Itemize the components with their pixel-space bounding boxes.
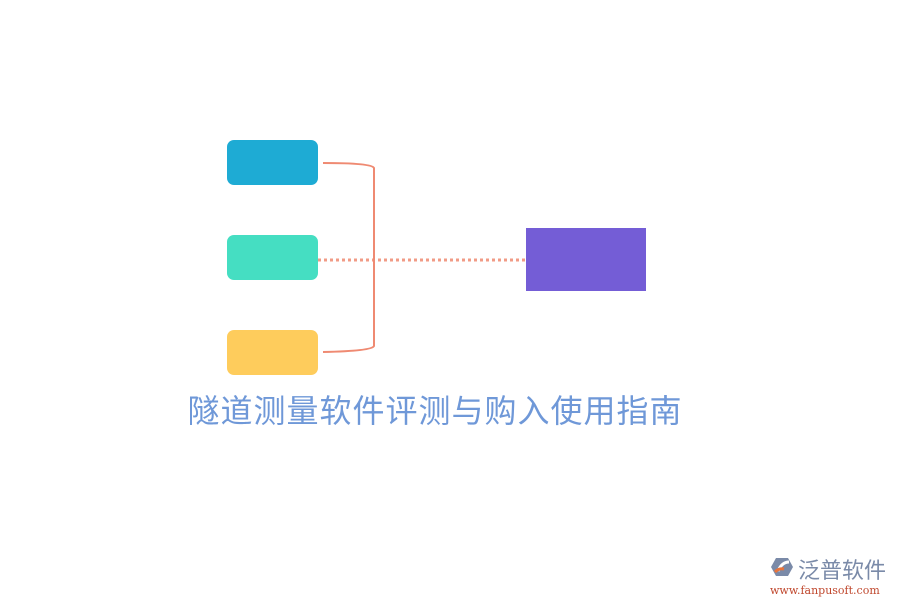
- node-right-target: [526, 228, 646, 291]
- node-left-top: [227, 140, 318, 185]
- fanpu-logo-icon: [770, 556, 794, 582]
- watermark-url: www.fanpusoft.com: [770, 584, 880, 597]
- node-left-bottom: [227, 330, 318, 375]
- node-left-middle: [227, 235, 318, 280]
- diagram-title: 隧道测量软件评测与购入使用指南: [187, 392, 683, 430]
- watermark-brand: 泛普软件: [798, 559, 887, 584]
- watermark-logo: 泛普软件 www.fanpusoft.com: [770, 553, 895, 597]
